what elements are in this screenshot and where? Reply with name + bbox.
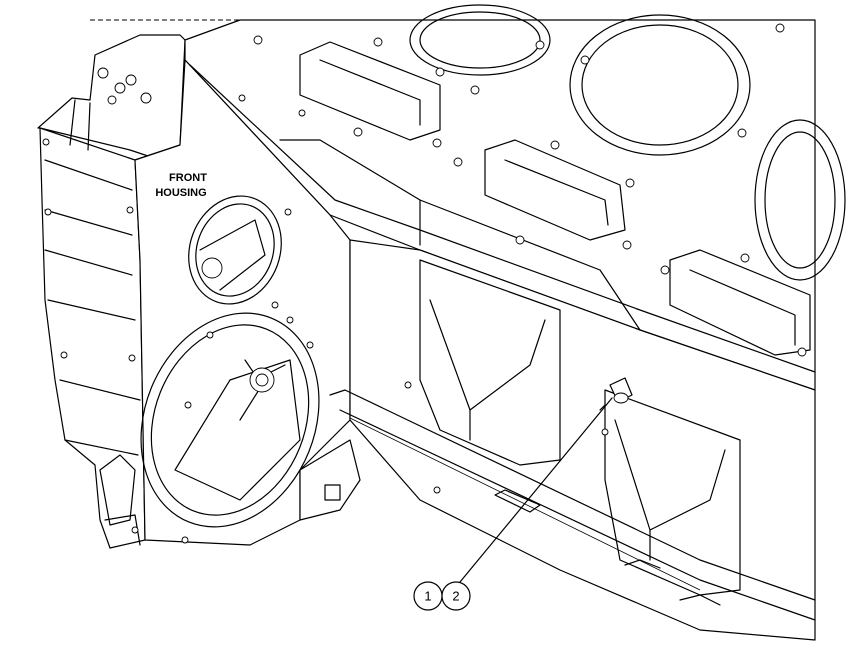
deck-bolt-holes <box>238 23 807 357</box>
callout-1-text: 1 <box>424 589 431 604</box>
crankcase-windows <box>419 259 741 596</box>
label-housing: HOUSING <box>155 187 206 199</box>
callout-1: 1 <box>413 581 443 611</box>
plug-fitting <box>609 377 633 404</box>
cylinder-block <box>131 4 846 641</box>
upper-port <box>188 195 282 305</box>
front-housing <box>37 34 186 549</box>
callout-2-text: 2 <box>452 589 459 604</box>
label-front: FRONT <box>169 172 207 184</box>
callout-2: 2 <box>441 581 471 611</box>
lower-bore <box>140 312 320 528</box>
leader-line <box>459 397 613 583</box>
